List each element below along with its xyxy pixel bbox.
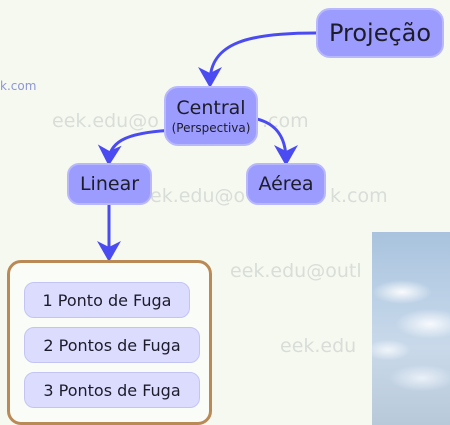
arrow-central-to-aerea <box>251 116 298 166</box>
vanishing-points-frame: 1 Ponto de Fuga 2 Pontos de Fuga 3 Ponto… <box>7 260 212 425</box>
node-central-label: Central <box>176 96 246 119</box>
item-3-pontos-de-fuga: 3 Pontos de Fuga <box>24 372 200 408</box>
node-central-sublabel: (Perspectiva) <box>171 120 251 135</box>
arrow-central-to-linear <box>97 128 177 166</box>
sky-photo <box>372 232 450 425</box>
node-central: Central (Perspectiva) <box>164 86 258 146</box>
item-1-ponto-de-fuga: 1 Ponto de Fuga <box>24 282 190 318</box>
item-2-pontos-de-fuga: 2 Pontos de Fuga <box>24 327 200 363</box>
arrow-projecao-to-central <box>198 31 317 88</box>
node-projecao: Projeção <box>316 8 444 58</box>
node-linear: Linear <box>67 163 152 205</box>
node-aerea: Aérea <box>246 163 326 205</box>
